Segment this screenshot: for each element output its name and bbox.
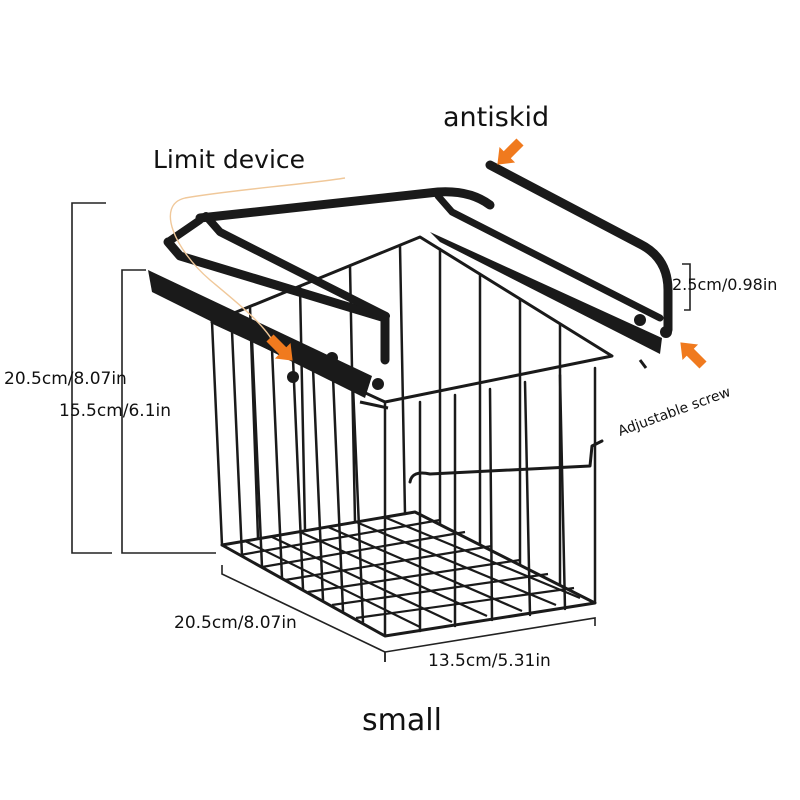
depth-label: 20.5cm/8.07in <box>174 613 297 633</box>
rail-frame <box>148 160 673 410</box>
rail-height-label: 2.5cm/0.98in <box>672 275 777 294</box>
adjustable-screw-label: Adjustable screw <box>616 384 733 440</box>
width-label: 13.5cm/5.31in <box>428 651 551 671</box>
limit-device-leader-curve <box>169 177 346 346</box>
height-outer-label: 20.5cm/8.07in <box>4 369 127 389</box>
antiskid-label: antiskid <box>443 102 549 133</box>
wire-basket <box>210 235 614 638</box>
height-inner-label: 15.5cm/6.1in <box>59 401 171 421</box>
size-label: small <box>362 703 442 738</box>
dimension-lines <box>71 202 691 662</box>
limit-device-arrow-icon <box>266 334 293 361</box>
antiskid-arrow-icon <box>497 138 524 165</box>
adjustable-screw-arrow-icon <box>680 342 707 369</box>
limit-device-label: Limit device <box>153 145 305 174</box>
